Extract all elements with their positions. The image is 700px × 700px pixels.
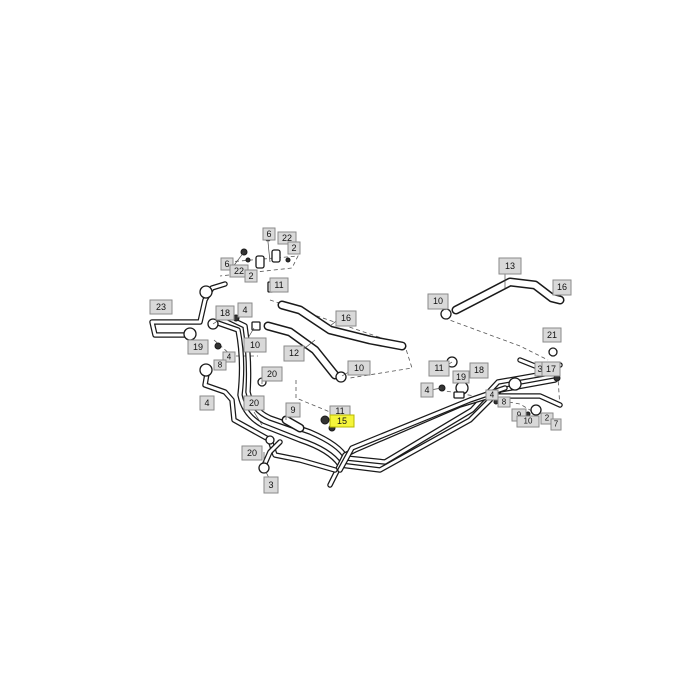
callout-4: 4 — [199, 395, 215, 411]
callout-22: 22 — [229, 264, 249, 278]
svg-text:15: 15 — [337, 416, 347, 426]
svg-text:7: 7 — [554, 420, 559, 429]
svg-text:3: 3 — [268, 480, 273, 490]
callout-12: 12 — [283, 345, 305, 362]
svg-text:20: 20 — [267, 369, 277, 379]
svg-text:10: 10 — [354, 363, 364, 373]
callout-7: 7 — [550, 418, 562, 431]
callout-22: 22 — [277, 231, 297, 245]
callout-16: 16 — [552, 279, 572, 296]
callout-13: 13 — [498, 257, 522, 275]
svg-text:8: 8 — [218, 361, 223, 370]
callout-19: 19 — [187, 339, 209, 355]
svg-text:22: 22 — [282, 233, 292, 243]
svg-text:10: 10 — [433, 296, 443, 306]
svg-text:8: 8 — [502, 398, 507, 407]
callout-17: 17 — [541, 361, 561, 377]
svg-text:2: 2 — [248, 271, 253, 281]
callout-11: 11 — [428, 360, 450, 377]
svg-text:2: 2 — [545, 414, 550, 423]
svg-text:18: 18 — [474, 365, 484, 375]
svg-text:6: 6 — [266, 229, 271, 239]
callout-4: 4 — [485, 389, 499, 401]
callout-20: 20 — [241, 445, 263, 461]
callout-21: 21 — [542, 327, 562, 343]
callout-4: 4 — [222, 351, 236, 363]
svg-text:2: 2 — [291, 243, 296, 253]
callout-6: 6 — [262, 227, 276, 241]
callout-19: 19 — [452, 370, 470, 384]
svg-text:19: 19 — [456, 372, 466, 382]
callout-18: 18 — [215, 305, 235, 321]
callout-16: 16 — [335, 310, 357, 327]
svg-text:21: 21 — [547, 330, 557, 340]
callout-20: 20 — [261, 366, 283, 382]
callout-15-highlighted: 15 — [329, 414, 355, 428]
callout-10: 10 — [347, 360, 371, 376]
svg-text:10: 10 — [250, 340, 260, 350]
callout-18: 18 — [469, 362, 489, 379]
svg-text:4: 4 — [227, 353, 232, 362]
callout-10: 10 — [243, 337, 267, 353]
svg-text:22: 22 — [234, 266, 244, 276]
svg-text:16: 16 — [557, 282, 567, 292]
svg-text:20: 20 — [249, 398, 259, 408]
svg-text:6: 6 — [224, 259, 229, 269]
svg-text:9: 9 — [517, 411, 522, 420]
svg-text:4: 4 — [424, 385, 429, 395]
svg-text:4: 4 — [242, 305, 247, 315]
callout-4: 4 — [420, 382, 434, 398]
callout-2: 2 — [244, 269, 258, 283]
callout-20: 20 — [243, 395, 265, 411]
svg-text:23: 23 — [156, 302, 166, 312]
svg-text:16: 16 — [341, 313, 351, 323]
callout-4: 4 — [237, 302, 253, 318]
callout-10: 10 — [516, 415, 540, 428]
callouts: 6 22 2 6 22 2 11 23 18 4 10 19 4 8 16 12… — [149, 227, 572, 494]
callout-8: 8 — [213, 359, 227, 371]
svg-text:20: 20 — [247, 448, 257, 458]
svg-text:11: 11 — [434, 363, 443, 373]
svg-text:11: 11 — [274, 280, 283, 290]
svg-text:9: 9 — [290, 405, 295, 415]
callout-11: 11 — [269, 277, 289, 293]
svg-text:3: 3 — [537, 364, 542, 374]
left-pipes — [149, 281, 338, 473]
svg-text:19: 19 — [193, 342, 203, 352]
callout-23: 23 — [149, 299, 173, 315]
svg-text:17: 17 — [546, 364, 556, 374]
svg-text:10: 10 — [524, 417, 533, 426]
svg-text:13: 13 — [505, 261, 515, 271]
svg-text:4: 4 — [204, 398, 209, 408]
svg-text:12: 12 — [289, 348, 299, 358]
svg-text:11: 11 — [335, 406, 344, 416]
svg-text:4: 4 — [490, 391, 495, 400]
callout-2: 2 — [287, 241, 301, 255]
callout-3: 3 — [263, 476, 279, 494]
hoses — [263, 277, 565, 433]
callout-10: 10 — [427, 293, 449, 310]
callout-8: 8 — [497, 396, 511, 408]
svg-text:18: 18 — [220, 308, 230, 318]
callout-9: 9 — [285, 402, 301, 418]
